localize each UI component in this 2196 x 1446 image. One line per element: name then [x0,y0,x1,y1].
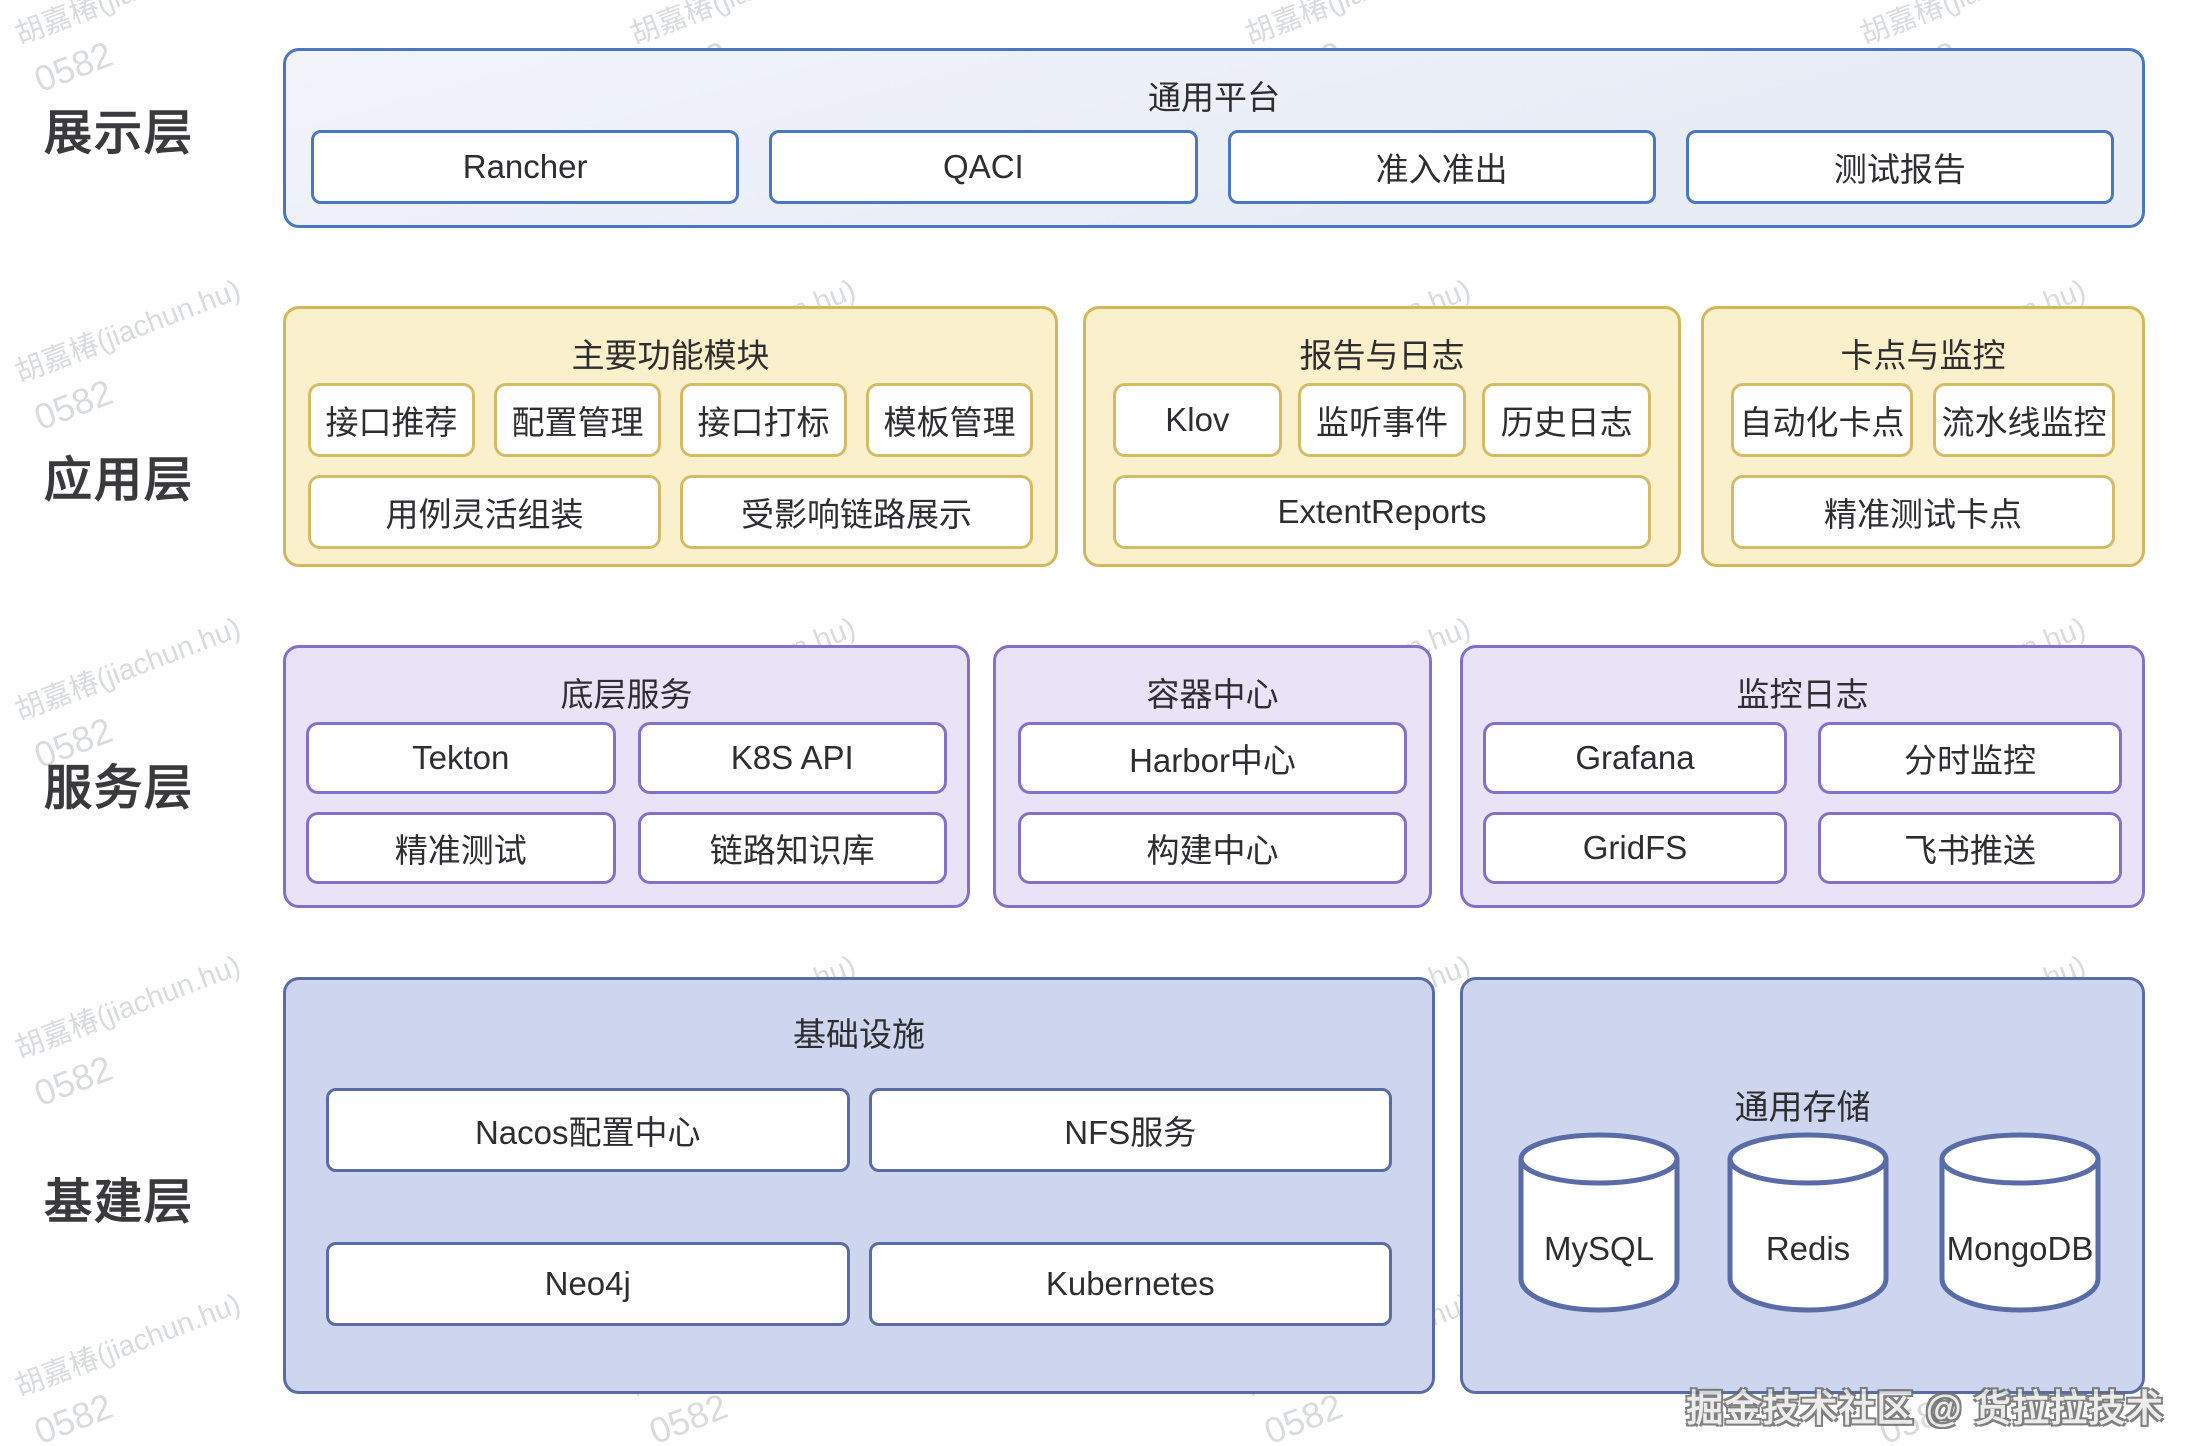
module-gridfs: GridFS [1483,812,1787,884]
module-feishu-push: 飞书推送 [1818,812,2122,884]
module-api-tagging: 接口打标 [680,383,847,457]
group-reports-and-logs: 报告与日志 Klov 监听事件 历史日志 ExtentReports [1083,306,1681,567]
group-title-infrastructure: 基础设施 [793,1016,925,1053]
group-title-common-platform: 通用平台 [1148,79,1280,116]
infrastructure-layer-label: 基建层 [43,1176,194,1229]
group-common-storage: 通用存储 MySQL Redis MongoDB [1460,977,2145,1394]
module-k8s-api: K8S API [637,722,947,794]
group-container-center: 容器中心 Harbor中心 构建中心 [993,645,1432,908]
watermark: 胡嘉椿(jiachun.hu)0582 [10,949,246,1115]
module-automation-checkpoint: 自动化卡点 [1731,383,1913,457]
module-kubernetes: Kubernetes [868,1242,1392,1326]
module-admission-control: 准入准出 [1227,130,1656,204]
module-nacos-config-center: Nacos配置中心 [326,1088,850,1172]
application-layer-label: 应用层 [43,454,194,507]
module-template-management: 模板管理 [866,383,1033,457]
module-extent-reports: ExtentReports [1113,475,1651,549]
module-klov: Klov [1113,383,1282,457]
module-grafana: Grafana [1483,722,1787,794]
database-cylinder-icon [1727,1132,1889,1313]
module-rancher: Rancher [311,130,740,204]
group-title-common-storage: 通用存储 [1734,1089,1871,1127]
mysql-database: MySQL [1518,1132,1680,1314]
group-title-base-services: 底层服务 [560,676,693,713]
module-precision-test-checkpoint: 精准测试卡点 [1731,475,2115,549]
module-event-listening: 监听事件 [1297,383,1467,457]
watermark: 胡嘉椿(jiachun.hu)0582 [11,0,245,101]
group-monitoring-logs: 监控日志 Grafana 分时监控 GridFS 飞书推送 [1460,645,2145,908]
watermark: 胡嘉椿(jiachun.hu)0582 [10,1287,246,1446]
group-title-reports-and-logs: 报告与日志 [1299,337,1465,374]
module-time-sharing-monitoring: 分时监控 [1818,722,2122,794]
group-title-main-function-modules: 主要功能模块 [571,337,770,374]
credit-text: 掘金技术社区 @ 货拉拉技术 [1686,1388,2164,1429]
service-layer-label: 服务层 [43,762,194,815]
redis-label: Redis [1765,1230,1851,1268]
database-cylinder-icon [1518,1132,1680,1313]
mongodb-database: MongoDB [1939,1132,2101,1314]
module-nfs-service: NFS服务 [868,1088,1392,1172]
module-affected-link-display: 受影响链路展示 [680,475,1033,549]
watermark: 胡嘉椿(jiachun.hu)0582 [10,273,246,439]
module-test-report: 测试报告 [1685,130,2114,204]
group-checkpoints-and-monitoring: 卡点与监控 自动化卡点 流水线监控 精准测试卡点 [1701,306,2145,567]
module-tekton: Tekton [306,722,616,794]
module-neo4j: Neo4j [326,1242,850,1326]
module-harbor-center: Harbor中心 [1018,722,1407,794]
group-infrastructure: 基础设施 Nacos配置中心 NFS服务 Neo4j Kubernetes [283,977,1435,1394]
module-api-recommendation: 接口推荐 [308,383,475,457]
module-link-knowledge-base: 链路知识库 [637,812,947,884]
redis-database: Redis [1727,1132,1889,1314]
group-base-services: 底层服务 Tekton K8S API 精准测试 链路知识库 [283,645,970,908]
module-history-logs: 历史日志 [1482,383,1652,457]
module-flexible-case-assembly: 用例灵活组装 [308,475,661,549]
group-title-monitoring-logs: 监控日志 [1736,676,1869,713]
module-build-center: 构建中心 [1018,812,1407,884]
module-config-management: 配置管理 [494,383,661,457]
presentation-layer-label: 展示层 [43,107,194,160]
module-qaci: QACI [769,130,1198,204]
mongodb-label: MongoDB [1946,1230,2094,1268]
group-main-function-modules: 主要功能模块 接口推荐 配置管理 接口打标 模板管理 用例灵活组装 受影响链路展… [283,306,1058,567]
group-common-platform: 通用平台 Rancher QACI 准入准出 测试报告 [283,48,2145,228]
module-pipeline-monitoring: 流水线监控 [1933,383,2115,457]
mysql-label: MySQL [1543,1230,1655,1268]
group-title-container-center: 容器中心 [1146,676,1279,713]
module-precision-testing: 精准测试 [306,812,616,884]
group-title-checkpoints-and-monitoring: 卡点与监控 [1840,337,2006,374]
database-cylinder-icon [1939,1132,2101,1313]
